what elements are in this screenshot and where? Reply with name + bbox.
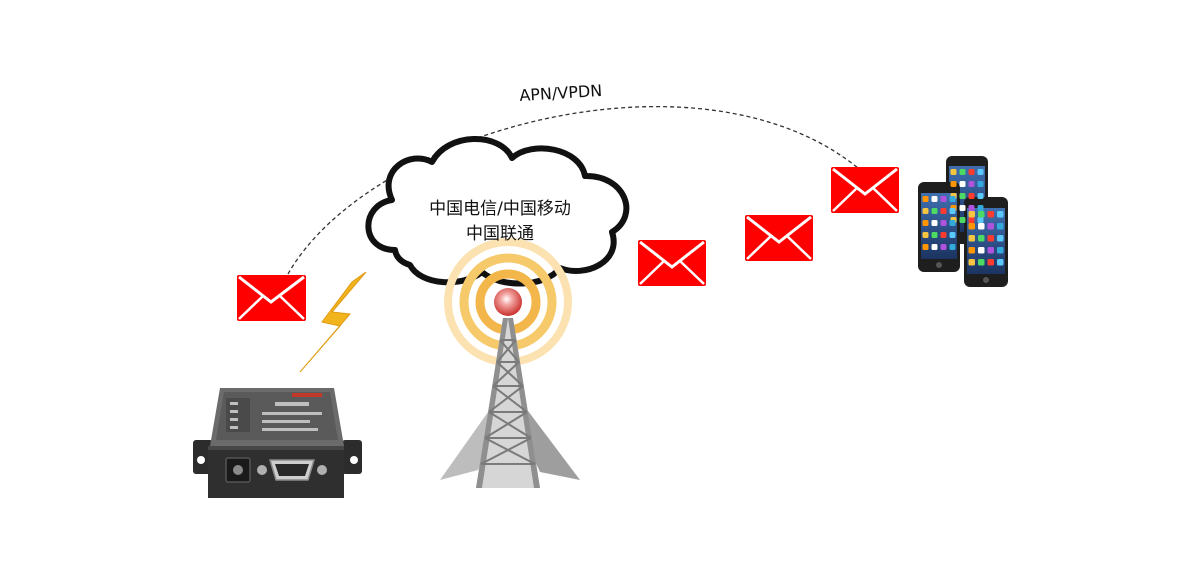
cloud-icon [365, 136, 630, 287]
lightning-icon [299, 271, 367, 373]
apn-link-arc [287, 105, 859, 275]
envelope-icon [237, 275, 306, 321]
envelope-icon [745, 215, 813, 261]
envelope-icon [638, 240, 706, 286]
carrier-label-line-2: 中国联通 [466, 224, 534, 244]
envelope-icon [831, 167, 899, 213]
dtu-device-icon [193, 388, 362, 498]
smartphones-icon [918, 156, 1008, 287]
cell-tower-icon [440, 238, 580, 488]
app-icons [922, 169, 1004, 266]
carrier-label-line-1: 中国电信/中国移动 [429, 199, 571, 219]
